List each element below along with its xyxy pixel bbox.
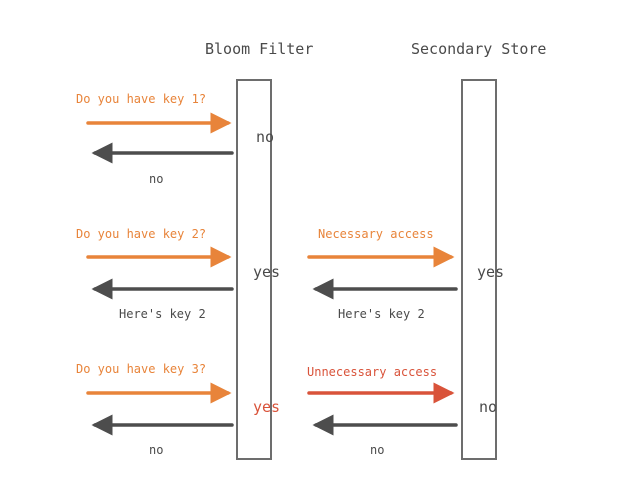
row2-question: Do you have key 2?: [76, 227, 207, 241]
row2-store-response: Here's key 2: [338, 307, 425, 321]
row3-question: Do you have key 3?: [76, 362, 207, 376]
secondary-store-title: Secondary Store: [411, 40, 547, 58]
row1-client-response: no: [149, 172, 164, 186]
row3-store-access: Unnecessary access: [307, 365, 438, 379]
row3-client-response: no: [149, 443, 164, 457]
row2-store-answer: yes: [477, 263, 505, 281]
row1-bloom-answer: no: [256, 128, 275, 146]
row2-bloom-answer: yes: [253, 263, 281, 281]
bloom-filter-title: Bloom Filter: [205, 40, 314, 58]
row1-question: Do you have key 1?: [76, 92, 207, 106]
row3-store-answer: no: [479, 398, 498, 416]
row2-store-access: Necessary access: [318, 227, 434, 241]
secondary-store-box: [461, 79, 497, 460]
row2-client-response: Here's key 2: [119, 307, 206, 321]
bloom-filter-box: [236, 79, 272, 460]
row3-bloom-answer: yes: [253, 398, 281, 416]
row3-store-response: no: [370, 443, 385, 457]
